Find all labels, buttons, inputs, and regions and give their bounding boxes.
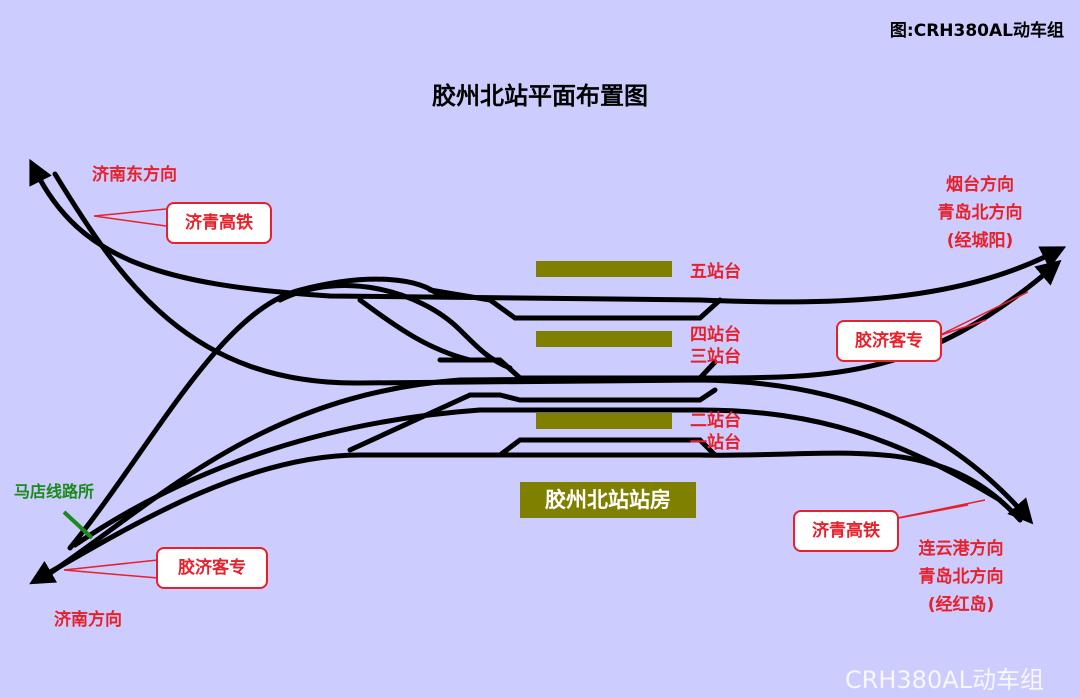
- tracks: [29, 158, 1067, 585]
- jiqing-north-track: [29, 158, 1067, 305]
- crossover-upper: [357, 297, 473, 363]
- platform-2-1: [536, 413, 672, 429]
- station-building: 胶州北站站房: [520, 482, 696, 518]
- direction-jinan: 济南方向: [54, 610, 122, 630]
- direction-yantai: 烟台方向 青岛北方向 (经城阳): [930, 171, 1030, 255]
- watermark: CRH380AL动车组: [844, 666, 1044, 694]
- loop-top: [427, 287, 723, 321]
- jiaoji-main-track: [52, 171, 1034, 525]
- platform-3-label: 三站台: [690, 347, 741, 367]
- loop-lower-middle: [467, 387, 718, 403]
- platform-2-label: 二站台: [690, 411, 741, 431]
- loop-upper-middle: [437, 357, 718, 381]
- leader-jiaoji-left: [63, 559, 159, 579]
- loop-bottom: [457, 437, 718, 458]
- direction-lianyungang-line-3: (经红岛): [927, 595, 995, 615]
- platform-1-label: 一站台: [690, 433, 741, 453]
- callout-jiaoji-left: 胶济客专: [156, 547, 268, 589]
- leader-jiaoji-right: [937, 291, 1029, 337]
- direction-jinan-east: 济南东方向: [92, 165, 177, 185]
- direction-yantai-line-2: 青岛北方向: [937, 203, 1023, 223]
- crossover-lower: [347, 392, 473, 453]
- junction-label: 马店线路所: [14, 482, 95, 501]
- direction-yantai-line-3: (经城阳): [946, 231, 1014, 251]
- callout-jiqing-top: 济青高铁: [166, 202, 272, 244]
- platform-4-label: 四站台: [690, 325, 741, 345]
- lower-left-middle-track: [72, 407, 1003, 548]
- junction-mark: [62, 510, 94, 540]
- credit-label: 图:CRH380AL动车组: [889, 21, 1064, 41]
- direction-lianyungang-line-2: 青岛北方向: [918, 567, 1004, 587]
- platform-4-3: [536, 331, 672, 347]
- leader-lines: [63, 208, 1029, 579]
- diagram-title: 胶州北站平面布置图: [432, 82, 648, 110]
- direction-lianyungang-line-1: 连云港方向: [918, 539, 1004, 559]
- leader-jiqing-top: [93, 208, 167, 227]
- flyover-track: [67, 276, 443, 551]
- direction-yantai-line-1: 烟台方向: [946, 175, 1014, 195]
- platform-5-label: 五站台: [690, 262, 741, 282]
- platform-5: [536, 261, 672, 277]
- leader-jiqing-bottom: [887, 499, 986, 521]
- callout-jiqing-bottom: 济青高铁: [793, 510, 899, 552]
- callout-jiaoji-right: 胶济客专: [836, 320, 942, 362]
- direction-lianyungang: 连云港方向 青岛北方向 (经红岛): [906, 535, 1016, 619]
- connector-top-middle: [277, 283, 513, 371]
